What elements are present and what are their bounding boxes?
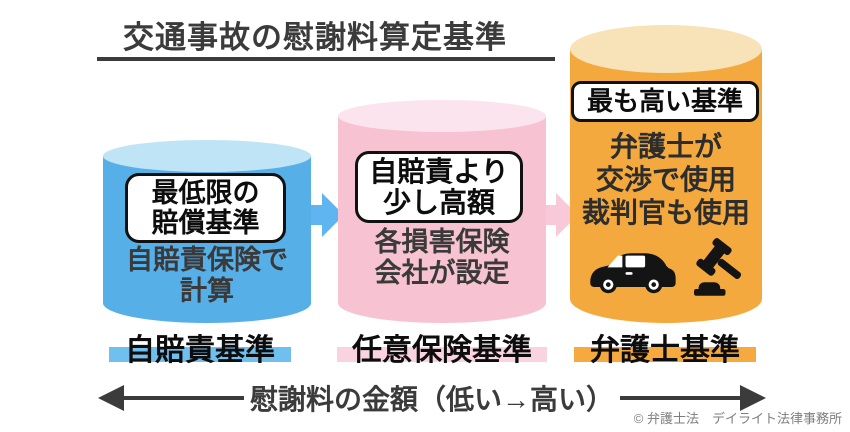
badge-highest-standard: 最も高い基準 <box>571 81 759 122</box>
title-underline <box>97 57 555 61</box>
category-label-nini-hoken: 任意保険基準 <box>332 325 552 369</box>
page-title: 交通事故の慰謝料算定基準 <box>123 20 507 55</box>
badge-line: 最も高い基準 <box>586 85 743 116</box>
desc-line: 裁判官も使用 <box>581 196 750 228</box>
desc-line: 各損害保険 <box>374 227 510 257</box>
car-icon <box>590 253 676 294</box>
badge-slightly-higher: 自賠責より 少し高額 <box>355 151 523 223</box>
amount-axis: 慰謝料の金額（低い→高い） <box>98 378 767 418</box>
desc-line: 会社が設定 <box>374 258 510 289</box>
icons-row <box>570 238 762 298</box>
category-label-bengoshi: 弁護士基準 <box>555 325 775 369</box>
cylinder-description: 各損害保険 会社が設定 <box>338 227 546 289</box>
cylinder-nini-hoken: 自賠責より 少し高額 各損害保険 会社が設定 <box>338 100 546 323</box>
badge-line: 賠償基準 <box>151 208 260 238</box>
desc-line: 交渉で使用 <box>595 163 736 195</box>
cylinder-description: 弁護士が 交渉で使用 裁判官も使用 <box>570 131 762 229</box>
arrow-right-icon <box>740 385 767 411</box>
axis-line <box>620 396 741 400</box>
badge-line: 最低限の <box>151 177 260 208</box>
badge-minimum-standard: 最低限の 賠償基準 <box>125 173 286 243</box>
category-text: 自賠責基準 <box>125 334 275 367</box>
cylinder-top-ellipse <box>570 25 762 73</box>
category-label-jibaiseki: 自賠責基準 <box>90 325 310 369</box>
axis-label: 慰謝料の金額（低い→高い） <box>250 384 615 415</box>
copyright-text: © 弁護士法 デイライト法律事務所 <box>633 411 842 426</box>
badge-line: 少し高額 <box>382 187 495 218</box>
cylinder-jibaiseki: 最低限の 賠償基準 自賠責保険で 計算 <box>103 140 311 323</box>
desc-line: 弁護士が <box>609 131 722 162</box>
category-text: 任意保険基準 <box>352 334 532 367</box>
cylinder-description: 自賠責保険で 計算 <box>103 245 311 307</box>
category-text: 弁護士基準 <box>590 334 740 367</box>
arrow-left-icon <box>98 385 124 411</box>
highlight-bar <box>574 347 756 362</box>
highlight-bar <box>337 347 547 362</box>
gavel-icon <box>694 238 742 296</box>
highlight-bar <box>109 347 291 362</box>
cylinder-bengoshi: 最も高い基準 弁護士が 交渉で使用 裁判官も使用 <box>570 25 762 323</box>
desc-line: 計算 <box>180 276 234 307</box>
desc-line: 自賠責保険で <box>126 245 288 275</box>
axis-line <box>124 396 244 400</box>
cylinder-top-ellipse <box>338 100 546 132</box>
cylinder-top-ellipse <box>103 140 311 172</box>
badge-line: 自賠責より <box>369 155 509 187</box>
